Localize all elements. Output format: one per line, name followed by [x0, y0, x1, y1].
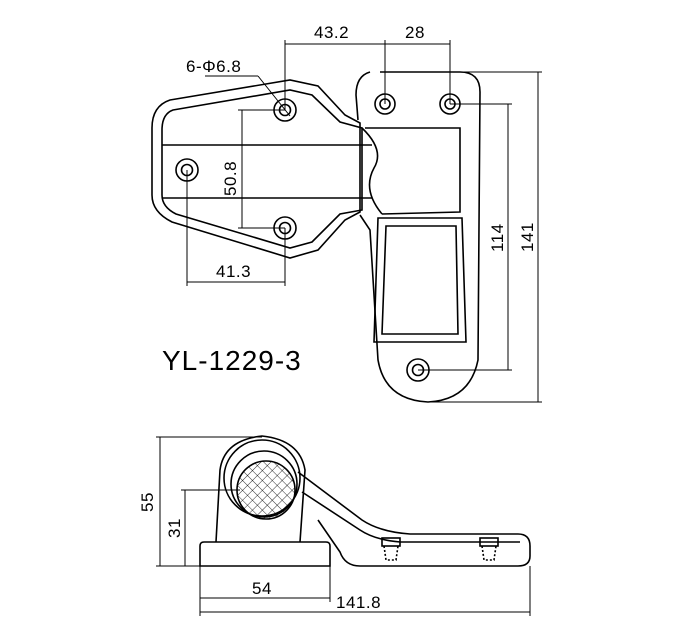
hinge-pin-hatched [236, 460, 296, 520]
knuckle-wave [361, 127, 383, 215]
flange-cut-line [162, 144, 372, 199]
knuckle-body [365, 127, 461, 215]
dimension-lines-side [156, 436, 531, 616]
right-leaf-recess-inner [381, 225, 459, 335]
left-flange-outline [151, 79, 361, 259]
dim-41-3: 41.3 [216, 262, 251, 281]
dim-54: 54 [252, 579, 272, 598]
top-view: 43.2 28 6-Φ6.8 50.8 41.3 114 141 YL-1229… [151, 23, 542, 403]
dimension-lines-top [186, 40, 542, 403]
right-arm [297, 471, 531, 567]
right-leaf-recess-outer [373, 217, 467, 343]
dim-hole-note: 6-Φ6.8 [186, 57, 241, 76]
right-leaf-outline [359, 71, 481, 403]
screw-left [381, 537, 401, 561]
dim-114: 114 [488, 223, 507, 252]
dim-141: 141 [518, 222, 537, 252]
base-plate-left [199, 541, 331, 567]
dim-31: 31 [165, 518, 184, 538]
right-leaf-top [355, 71, 371, 121]
dim-28: 28 [405, 23, 425, 42]
dim-141-8: 141.8 [336, 593, 381, 612]
left-flange-inner [161, 89, 363, 249]
dim-55: 55 [138, 492, 157, 512]
dim-43-2: 43.2 [314, 23, 349, 42]
dim-50-8: 50.8 [221, 161, 240, 196]
model-number: YL-1229-3 [162, 345, 302, 376]
side-view: 55 31 54 141.8 [138, 435, 531, 616]
screw-right [479, 537, 499, 561]
upright-body [215, 435, 306, 543]
